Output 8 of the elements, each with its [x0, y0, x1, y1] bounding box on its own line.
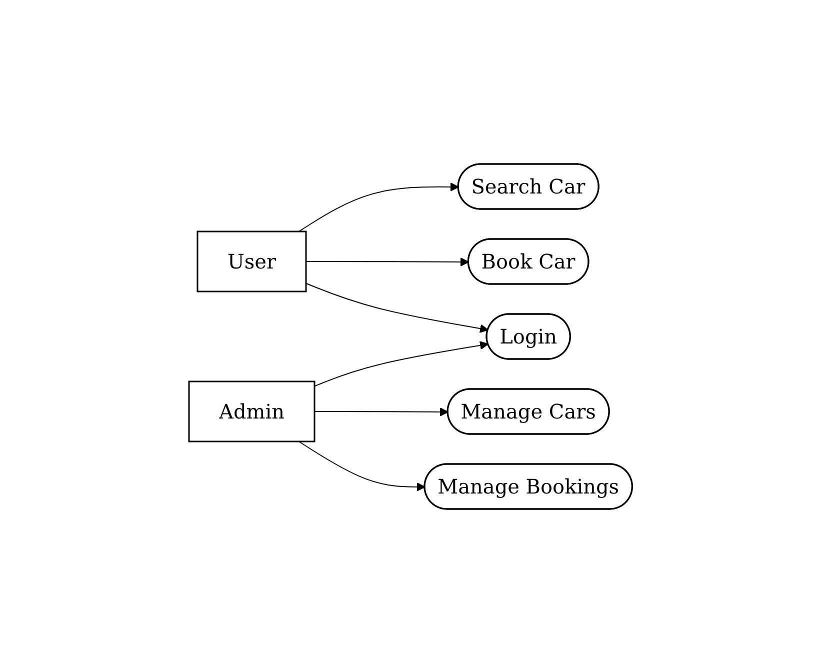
- arrow: [314, 407, 449, 416]
- arrow: [314, 340, 489, 386]
- node-box: User: [197, 230, 308, 292]
- arrow: [306, 257, 470, 266]
- arrow: [298, 440, 426, 491]
- node-box: Admin: [188, 380, 316, 442]
- arrow: [306, 282, 489, 332]
- arrow: [298, 182, 460, 232]
